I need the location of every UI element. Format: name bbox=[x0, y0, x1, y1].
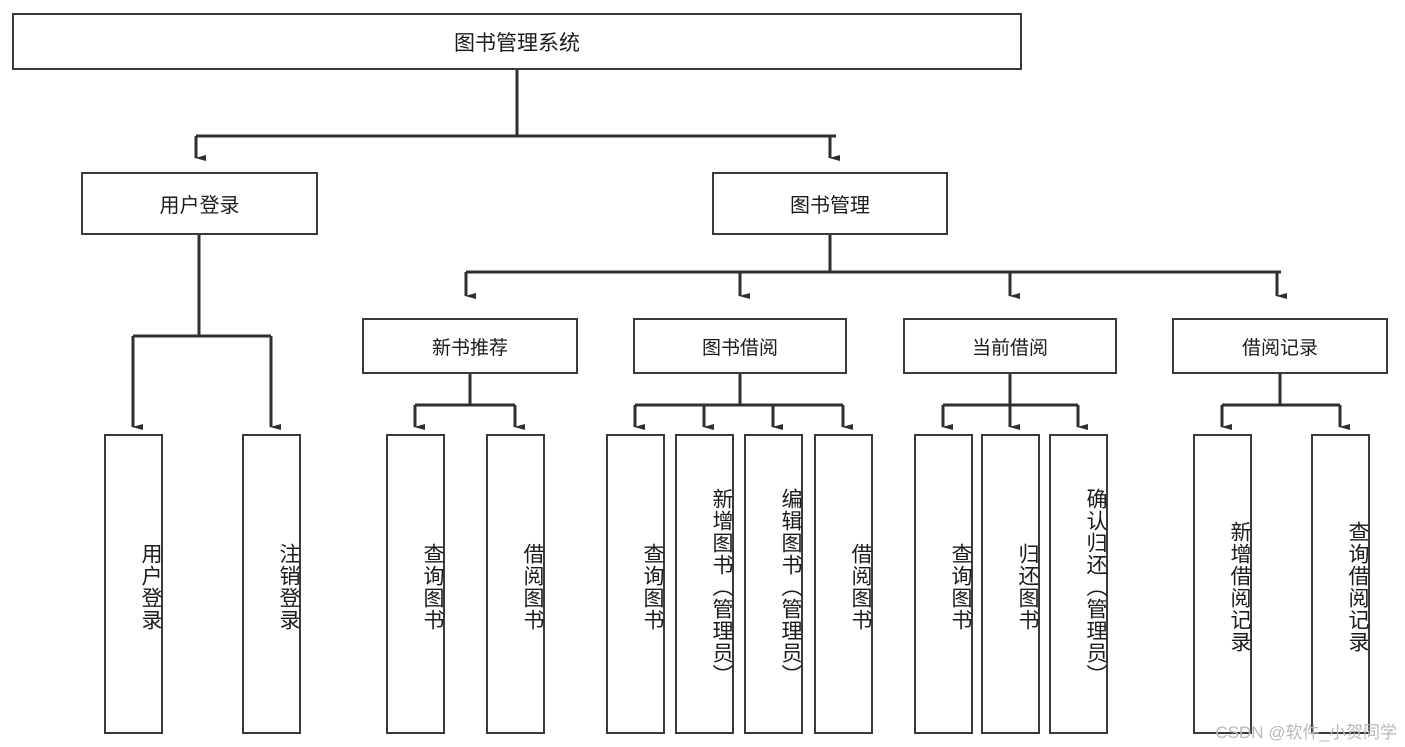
leaf-confirm-return-admin[interactable]: 确认归还（管理员） bbox=[1049, 434, 1108, 734]
node-label: 编辑图书（管理员） bbox=[779, 488, 802, 686]
node-label: 图书借阅 bbox=[701, 337, 778, 359]
node-label: 用户登录 bbox=[139, 543, 162, 631]
leaf-user-login[interactable]: 用户登录 bbox=[104, 434, 163, 734]
node-label: 借阅图书 bbox=[521, 543, 544, 631]
node-user-login[interactable]: 用户登录 bbox=[81, 172, 318, 235]
leaf-add-book-admin[interactable]: 新增图书（管理员） bbox=[675, 434, 734, 734]
node-label: 当前借阅 bbox=[971, 337, 1048, 359]
node-label: 确认归还（管理员） bbox=[1084, 488, 1107, 686]
leaf-query-book-current[interactable]: 查询图书 bbox=[914, 434, 973, 734]
node-label: 查询图书 bbox=[421, 543, 444, 631]
node-borrow-record[interactable]: 借阅记录 bbox=[1172, 318, 1388, 374]
node-label: 用户登录 bbox=[159, 195, 240, 217]
node-book-borrow[interactable]: 图书借阅 bbox=[633, 318, 847, 374]
node-label: 借阅图书 bbox=[849, 543, 872, 631]
leaf-query-borrow-record[interactable]: 查询借阅记录 bbox=[1311, 434, 1370, 734]
node-label: 查询图书 bbox=[641, 543, 664, 631]
node-new-book-recommend[interactable]: 新书推荐 bbox=[362, 318, 578, 374]
node-label: 注销登录 bbox=[277, 543, 300, 631]
node-label: 图书管理 bbox=[790, 195, 870, 217]
leaf-borrow-book-recommend[interactable]: 借阅图书 bbox=[486, 434, 545, 734]
node-current-borrow[interactable]: 当前借阅 bbox=[903, 318, 1117, 374]
leaf-borrow-book[interactable]: 借阅图书 bbox=[814, 434, 873, 734]
leaf-query-book-recommend[interactable]: 查询图书 bbox=[386, 434, 445, 734]
node-root-system[interactable]: 图书管理系统 bbox=[12, 13, 1022, 70]
leaf-add-borrow-record[interactable]: 新增借阅记录 bbox=[1193, 434, 1252, 734]
node-label: 查询图书 bbox=[949, 543, 972, 631]
node-label: 新增图书（管理员） bbox=[710, 488, 733, 686]
node-label: 借阅记录 bbox=[1241, 337, 1318, 359]
leaf-query-book-borrow[interactable]: 查询图书 bbox=[606, 434, 665, 734]
leaf-edit-book-admin[interactable]: 编辑图书（管理员） bbox=[744, 434, 803, 734]
node-book-management[interactable]: 图书管理 bbox=[712, 172, 948, 235]
node-label: 查询借阅记录 bbox=[1346, 521, 1369, 653]
leaf-return-book[interactable]: 归还图书 bbox=[981, 434, 1040, 734]
node-label: 图书管理系统 bbox=[454, 31, 580, 55]
node-label: 归还图书 bbox=[1016, 543, 1039, 631]
watermark: CSDN @软件_小贺同学 bbox=[1215, 723, 1397, 742]
leaf-logout[interactable]: 注销登录 bbox=[242, 434, 301, 734]
node-label: 新书推荐 bbox=[431, 337, 508, 359]
node-label: 新增借阅记录 bbox=[1228, 521, 1251, 653]
